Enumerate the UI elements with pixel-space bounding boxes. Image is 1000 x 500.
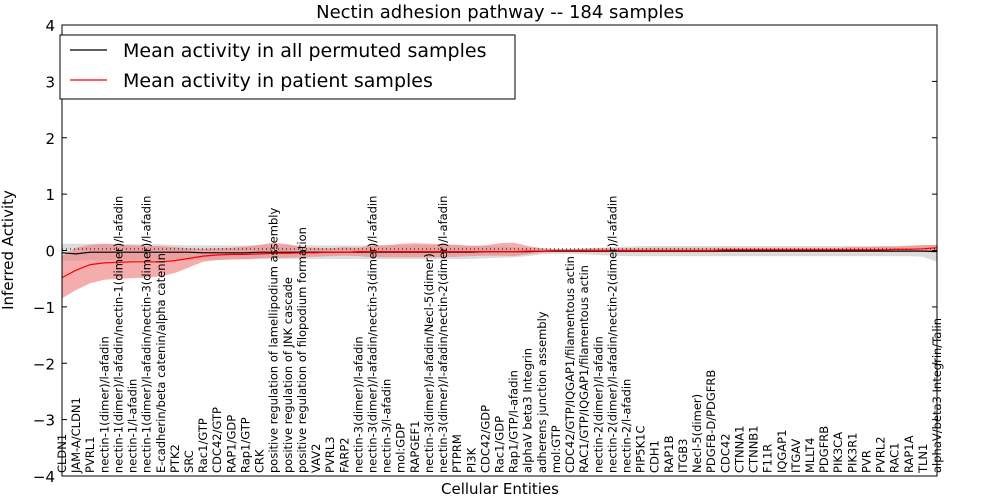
x-tick-label: CDH1	[648, 440, 662, 473]
x-tick-label: E-cadherin/beta catenin/alpha catenin	[154, 253, 168, 473]
x-tick-label: PIP5K1C	[634, 426, 648, 473]
legend: Mean activity in all permuted samples Me…	[59, 34, 516, 100]
x-tick-label: VAV2	[309, 444, 323, 473]
y-tick-label: 2	[45, 130, 55, 148]
x-tick-label: IQGAP1	[775, 430, 789, 473]
x-tick-label: nectin-1/l-afadin	[126, 379, 140, 473]
x-tick-label: RAC1/GTP/IQGAP1/filamentous actin	[577, 265, 591, 473]
x-tick-label: CDC42/GTP	[210, 407, 224, 473]
x-tick-label: nectin-3(dimer)/l-afadin	[351, 336, 365, 473]
y-axis-ticks: 4 3 2 1 0 −1 −2 −3 −4	[33, 17, 937, 486]
x-tick-label: CDC42/GDP	[478, 405, 492, 473]
x-tick-label: RAP1/GDP	[224, 415, 238, 473]
x-tick-label: PIK3CA	[831, 432, 845, 473]
x-tick-label: Necl-5(dimer)	[690, 394, 704, 473]
x-tick-label: PIK3R1	[845, 432, 859, 473]
x-tick-label: TLN1	[916, 444, 930, 474]
x-tick-label: CRK	[253, 449, 267, 473]
x-tick-label: FARP2	[337, 437, 351, 473]
x-tick-label: mol:GDP	[394, 423, 408, 473]
x-tick-label: ITGB3	[676, 438, 690, 473]
legend-box	[59, 34, 516, 100]
x-tick-label: JAM-A/CLDN1	[69, 397, 83, 474]
x-tick-label: nectin-3(dimer)/l-afadin/Necl-5(dimer)	[422, 253, 436, 473]
x-tick-label: PVRL1	[83, 436, 97, 473]
x-tick-label: nectin-2(dimer)/l-afadin	[591, 336, 605, 473]
y-axis-label: Inferred Activity	[0, 190, 17, 310]
series-lines	[61, 247, 938, 279]
x-tick-label: mol:GTP	[549, 425, 563, 473]
y-tick-label: 1	[45, 186, 55, 204]
x-tick-label: Rap1/GTP	[239, 417, 253, 473]
x-tick-label: positive regulation of JNK cascade	[281, 277, 295, 473]
x-tick-label: MLLT4	[803, 438, 817, 474]
x-tick-label: CTNNA1	[732, 426, 746, 473]
x-tick-label: PVRL3	[323, 436, 337, 473]
legend-label-permuted: Mean activity in all permuted samples	[123, 40, 486, 62]
x-tick-label: PTK2	[168, 444, 182, 473]
y-tick-label: 3	[45, 73, 55, 91]
x-tick-label: Rap1/GTP/l-afadin	[507, 370, 521, 473]
y-tick-label: −4	[33, 468, 55, 486]
x-tick-label: PDGFRB	[817, 426, 831, 473]
x-tick-label: CDC42/GTP/IQGAP1/filamentous actin	[563, 256, 577, 473]
y-tick-label: 0	[45, 243, 55, 261]
x-tick-label: nectin-3(dimer)/l-afadin/nectin-3(dimer)…	[366, 196, 380, 473]
x-tick-label: CDC42	[718, 433, 732, 473]
x-tick-label: PVR	[859, 450, 873, 473]
x-tick-label: RAPGEF1	[408, 421, 422, 473]
x-tick-label: RAP1B	[662, 435, 676, 473]
y-tick-label: 4	[45, 17, 55, 35]
x-tick-label: Rac1/GDP	[493, 416, 507, 473]
y-tick-label: −3	[33, 412, 55, 430]
x-tick-label: nectin-3(dimer)/l-afadin/nectin-2(dimer)…	[436, 196, 450, 473]
x-tick-label: Rac1/GTP	[196, 418, 210, 473]
x-tick-label: alphaV beta3 Integrin	[521, 348, 535, 473]
chart-title: Nectin adhesion pathway -- 184 samples	[316, 2, 684, 23]
x-tick-label: CTNNB1	[747, 425, 761, 472]
x-tick-label: RAP1A	[902, 435, 916, 473]
x-tick-label: adherens junction assembly	[535, 311, 549, 473]
y-tick-label: −1	[33, 299, 55, 317]
x-tick-label: PVRL2	[874, 436, 888, 473]
legend-label-patient: Mean activity in patient samples	[123, 70, 433, 92]
x-tick-label: SRC	[182, 450, 196, 473]
x-tick-label: PDGFB-D/PDGFRB	[704, 370, 718, 473]
x-tick-label: nectin-3/l-afadin	[380, 379, 394, 473]
x-tick-label: PI3K	[464, 447, 478, 473]
x-tick-label: RAC1	[888, 442, 902, 473]
x-tick-label: F11R	[761, 444, 775, 473]
plot-frame	[61, 24, 938, 477]
x-tick-label: PTPRM	[450, 434, 464, 473]
y-tick-label: −2	[33, 355, 55, 373]
confidence-bands	[62, 242, 937, 299]
x-tick-label: nectin-1(dimer)/l-afadin/nectin-3(dimer)…	[140, 196, 154, 473]
x-tick-label: nectin-2/l-afadin	[620, 379, 634, 473]
line-series-1	[61, 247, 938, 279]
x-tick-label: nectin-2(dimer)/l-afadin/nectin-2(dimer)…	[605, 196, 619, 473]
x-tick-label: positive regulation of lamellipodium ass…	[267, 208, 281, 473]
x-tick-label: positive regulation of filopodium format…	[295, 227, 309, 473]
x-tick-label: nectin-1(dimer)/l-afadin/nectin-1(dimer)…	[112, 196, 126, 473]
x-axis-label: Cellular Entities	[441, 480, 559, 498]
x-tick-label: ITGAV	[789, 439, 803, 473]
x-tick-label: nectin-1(dimer)/l-afadin	[97, 336, 111, 473]
band-series-1	[62, 242, 937, 299]
